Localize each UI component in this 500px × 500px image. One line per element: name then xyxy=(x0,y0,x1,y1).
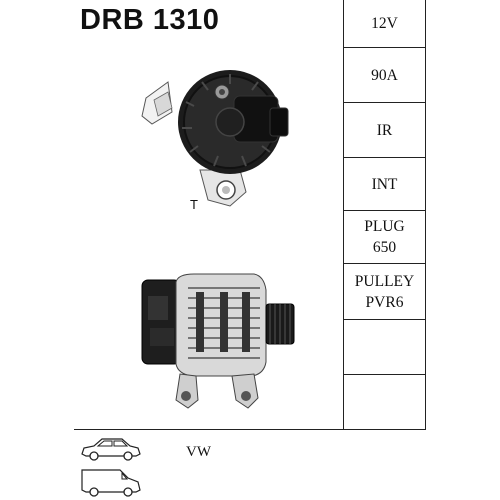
spec-divider xyxy=(343,374,426,375)
spec-column-left-border xyxy=(343,0,344,430)
spec-column-right-border xyxy=(425,0,426,430)
spec-divider xyxy=(343,102,426,103)
rear-view-label: T xyxy=(190,197,198,212)
vehicle-make-label: VW xyxy=(186,444,211,460)
alternator-side-view-photo xyxy=(141,273,295,409)
spec-column: 12V 90A IR INT PLUG 650 PULLEY PVR6 xyxy=(343,0,426,430)
spec-plug-value: 650 xyxy=(372,239,397,256)
spec-pulley: PULLEY PVR6 xyxy=(343,264,426,319)
spec-empty-cell xyxy=(343,320,426,374)
spec-amperage-value: 90A xyxy=(371,66,398,84)
spec-regulator-value: IR xyxy=(376,121,393,139)
spec-empty-cell xyxy=(343,375,426,429)
spec-fan: INT xyxy=(343,158,426,210)
spec-fan-value: INT xyxy=(371,175,398,193)
spec-divider xyxy=(343,319,426,320)
spec-divider xyxy=(343,210,426,211)
spec-amperage: 90A xyxy=(343,48,426,102)
spec-voltage: 12V xyxy=(343,0,426,47)
alternator-rear-view-photo xyxy=(141,70,289,207)
spec-regulator: IR xyxy=(343,103,426,157)
van-icon xyxy=(81,469,141,497)
car-icon xyxy=(81,438,141,461)
spec-divider xyxy=(343,263,426,264)
spec-pulley-value: PVR6 xyxy=(365,293,404,311)
spec-divider xyxy=(343,157,426,158)
spec-divider xyxy=(343,47,426,48)
vehicle-section-divider xyxy=(74,429,426,430)
spec-pulley-label: PULLEY xyxy=(354,272,415,290)
part-number-title: DRB 1310 xyxy=(80,4,220,36)
spec-plug-label: PLUG xyxy=(364,218,405,235)
spec-voltage-value: 12V xyxy=(371,15,398,32)
spec-plug: PLUG 650 xyxy=(343,211,426,263)
